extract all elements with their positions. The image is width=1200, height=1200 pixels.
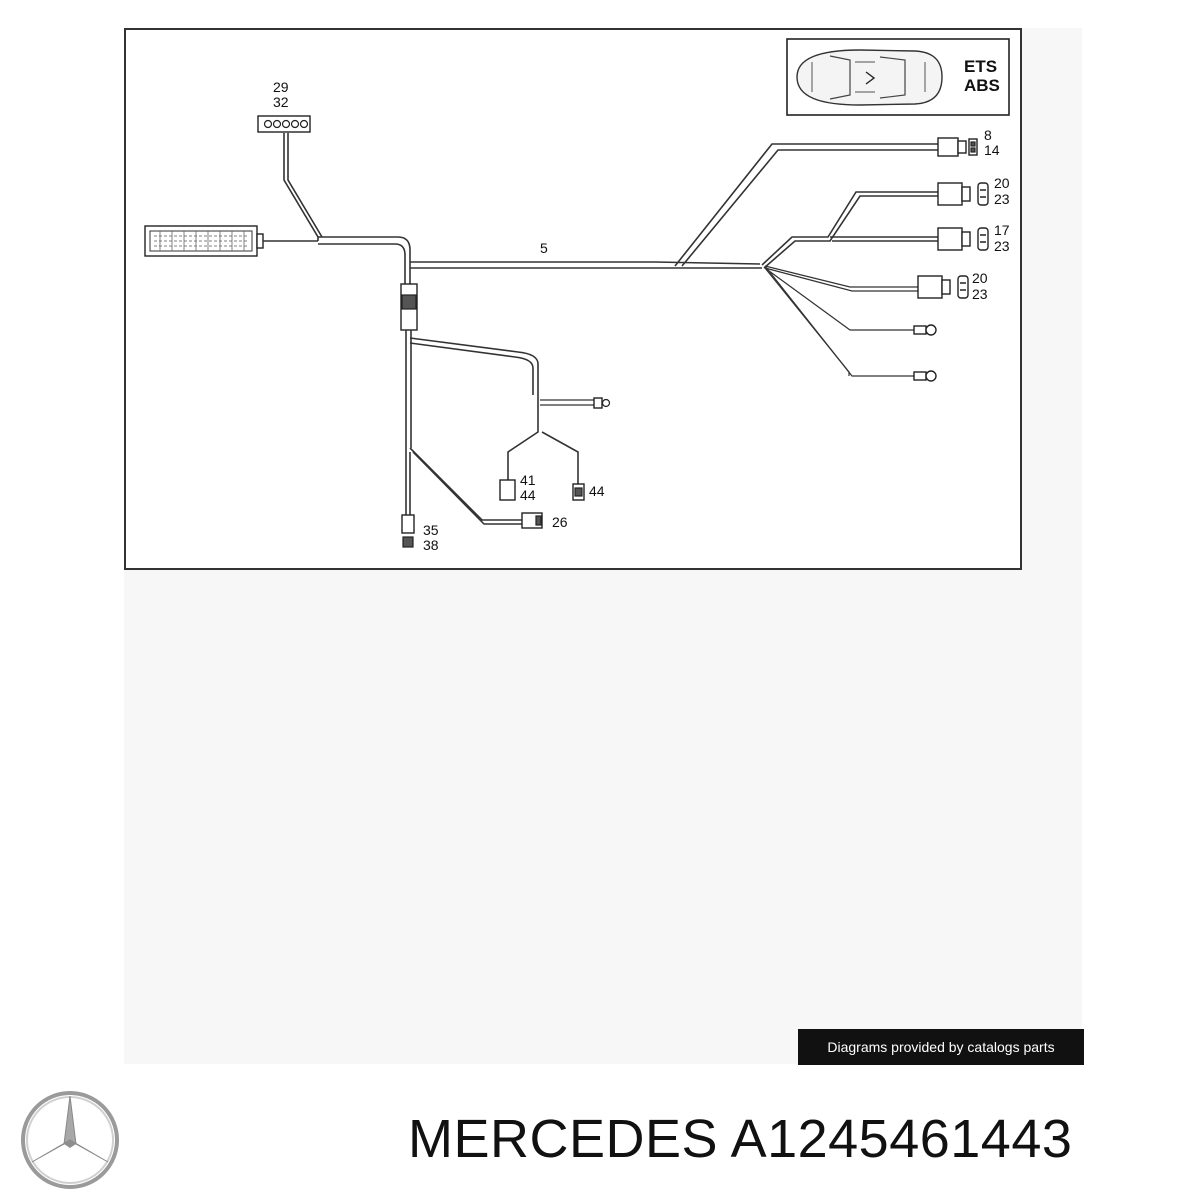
badge-abs-label: ABS bbox=[964, 76, 1000, 95]
wire-branch-26 bbox=[409, 447, 522, 521]
connector-41-44 bbox=[499, 479, 516, 501]
ets-abs-badge: ETS ABS bbox=[786, 38, 1010, 116]
mercedes-star-icon bbox=[21, 1091, 119, 1189]
connector-35-38 bbox=[401, 514, 415, 548]
diagram-credit-label: Diagrams provided by catalogs parts bbox=[798, 1029, 1084, 1065]
connector-20-23-lower bbox=[917, 275, 969, 299]
car-top-view-icon bbox=[796, 49, 943, 106]
wire-29-32-branch-b bbox=[287, 133, 323, 238]
connector-29-32 bbox=[257, 115, 311, 133]
callout-23-mid: 23 bbox=[994, 238, 1010, 254]
ground-terminal-lower bbox=[913, 370, 937, 382]
callout-20-top: 20 bbox=[994, 175, 1010, 191]
wire-branch-ground-a bbox=[764, 267, 916, 331]
wire-branch-20-23a-b bbox=[763, 195, 938, 269]
wire-29-32-branch bbox=[283, 133, 319, 241]
callout-17: 17 bbox=[994, 222, 1010, 238]
callout-29: 29 bbox=[273, 79, 289, 95]
callout-44-right: 44 bbox=[589, 483, 605, 499]
wire-branch-20-23a bbox=[761, 191, 938, 266]
control-unit-connector bbox=[144, 225, 264, 257]
wire-main-down-b bbox=[318, 243, 406, 284]
wire-branch-ground-b bbox=[764, 265, 916, 377]
callout-14: 14 bbox=[984, 142, 1000, 158]
wire-branch-20-23b bbox=[764, 265, 918, 288]
connector-26 bbox=[521, 512, 543, 529]
wire-branch-41-44-b bbox=[409, 342, 534, 395]
callout-5: 5 bbox=[540, 240, 548, 256]
callout-35: 35 bbox=[423, 522, 439, 538]
part-title: MERCEDES A1245461443 bbox=[408, 1109, 1073, 1169]
callout-41: 41 bbox=[520, 472, 536, 488]
wire-main-trunk bbox=[410, 261, 761, 265]
wire-branch-8-14-b bbox=[681, 149, 938, 267]
connector-17-23 bbox=[937, 227, 989, 251]
harness-sleeve-band bbox=[401, 294, 417, 310]
callout-8: 8 bbox=[984, 127, 992, 143]
connector-44 bbox=[572, 483, 585, 501]
ground-terminal-upper bbox=[913, 324, 937, 336]
callout-26: 26 bbox=[552, 514, 568, 530]
small-ring-terminal bbox=[593, 397, 611, 409]
connector-20-23-top bbox=[937, 182, 989, 206]
callout-44-left: 44 bbox=[520, 487, 536, 503]
wire-branch-8-14 bbox=[674, 143, 938, 267]
wire-branch-ground-b2 bbox=[764, 267, 850, 376]
connector-8-14 bbox=[937, 137, 978, 157]
wire-branch-20-23b-b bbox=[764, 267, 918, 292]
wire-to-44 bbox=[541, 431, 579, 484]
callout-23-lower: 23 bbox=[972, 286, 988, 302]
wire-branch-26-b bbox=[412, 451, 522, 525]
callout-23-top: 23 bbox=[994, 191, 1010, 207]
wire-main-down bbox=[318, 236, 411, 284]
badge-ets-label: ETS bbox=[964, 57, 997, 76]
callout-38: 38 bbox=[423, 537, 439, 553]
wire-branch-41-44 bbox=[409, 337, 539, 395]
callout-32: 32 bbox=[273, 94, 289, 110]
callout-20-lower: 20 bbox=[972, 270, 988, 286]
wire-to-41-44 bbox=[507, 395, 539, 480]
